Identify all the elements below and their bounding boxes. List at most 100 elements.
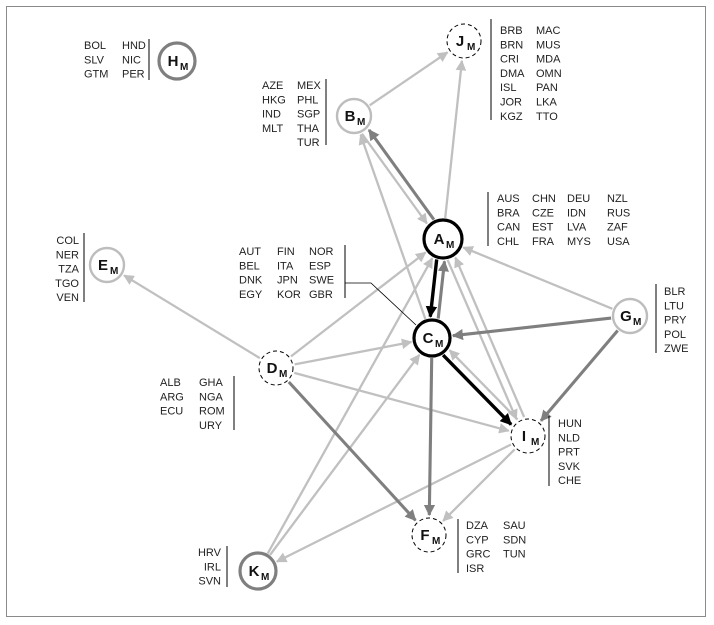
country-code: COL [56,235,79,247]
country-code: BOL [84,40,106,52]
country-code: DNK [239,275,263,287]
country-code: MDA [536,54,561,66]
node-subscript-a: M [446,240,454,251]
country-code: NER [56,249,79,261]
country-code: ESP [309,260,331,272]
country-code: PRY [664,315,687,327]
node-label-j: J [456,33,464,50]
country-code: IND [262,109,281,121]
country-code: DZA [466,520,489,532]
country-code: MAC [536,25,561,37]
country-code: CZE [532,207,554,219]
node-subscript-f: M [432,536,440,547]
country-list-j: BRBBRNCRIDMAISLJORKGZMACMUSMDAOMNPANLKAT… [490,19,562,123]
edge-k-to-c [269,353,421,556]
country-code: JOR [500,97,522,109]
leader-line-c [345,282,417,326]
country-code: BRB [500,25,523,37]
node-label-k: K [249,563,260,580]
country-code: TGO [55,278,79,290]
country-code: NLD [558,432,580,444]
node-label-f: F [420,527,429,544]
node-label-d: D [267,360,278,377]
edge-d-to-c [294,338,413,366]
country-code: BLR [664,286,685,298]
country-code: HUN [558,418,582,430]
country-code: NZL [607,193,628,205]
diagram-frame [6,6,706,617]
country-code: GRC [466,549,491,561]
edge-a-to-b [367,128,436,221]
edge-a-to-i [446,259,518,421]
node-label-c: C [423,330,434,347]
edge-a-to-c [425,259,439,318]
country-code: CYP [466,534,489,546]
edge-d-to-a [290,251,427,358]
country-code: ZWE [664,343,688,355]
country-code: HRV [198,547,222,559]
node-subscript-i: M [531,437,539,448]
node-subscript-c: M [435,339,443,350]
country-code: MYS [567,236,591,248]
node-label-a: A [434,231,445,248]
edge-k-to-a [266,257,434,555]
country-code: LTU [664,300,684,312]
country-code: FIN [277,246,295,258]
edge-d-to-f [287,380,417,522]
edge-d-to-i [294,371,510,434]
edges-layer [123,51,619,563]
country-code: IRL [204,561,221,573]
country-labels-layer: AUSBRACANCHLCHNCZEESTFRADEUIDNLVAMYSNZLR… [55,19,688,588]
country-code: URY [199,420,223,432]
country-code: KGZ [500,111,523,123]
country-code: RUS [607,207,630,219]
country-code: TTO [536,111,558,123]
edge-c-to-i [441,353,513,426]
country-code: HKG [262,94,286,106]
edge-b-to-j [369,51,449,107]
node-circle-a [422,218,464,260]
country-code: IDN [567,207,586,219]
country-code: VEN [56,292,79,304]
edge-i-to-c [448,349,519,421]
node-circle-e [88,246,126,284]
country-code: BEL [239,260,260,272]
country-code: ALB [160,377,181,389]
node-label-b: B [345,108,356,125]
country-code: AUT [239,246,261,258]
node-circle-h [157,41,197,81]
country-code: DEU [567,193,590,205]
country-code: SWE [309,275,334,287]
country-code: ROM [199,406,225,418]
edge-g-to-i [539,329,619,422]
country-code: DMA [500,68,525,80]
edge-c-to-a [436,260,449,319]
country-code: THA [297,123,320,135]
country-code: EST [532,222,554,234]
country-code: TUN [503,549,526,561]
node-subscript-h: M [180,62,188,73]
country-code: HND [122,40,146,52]
edge-g-to-c [451,316,612,341]
country-code: GTM [84,69,108,81]
country-code: ZAF [607,222,628,234]
country-code: PHL [297,94,318,106]
country-code: CHE [558,475,581,487]
node-circle-d [258,350,294,386]
node-circle-c [412,318,452,358]
country-code: ECU [160,406,183,418]
